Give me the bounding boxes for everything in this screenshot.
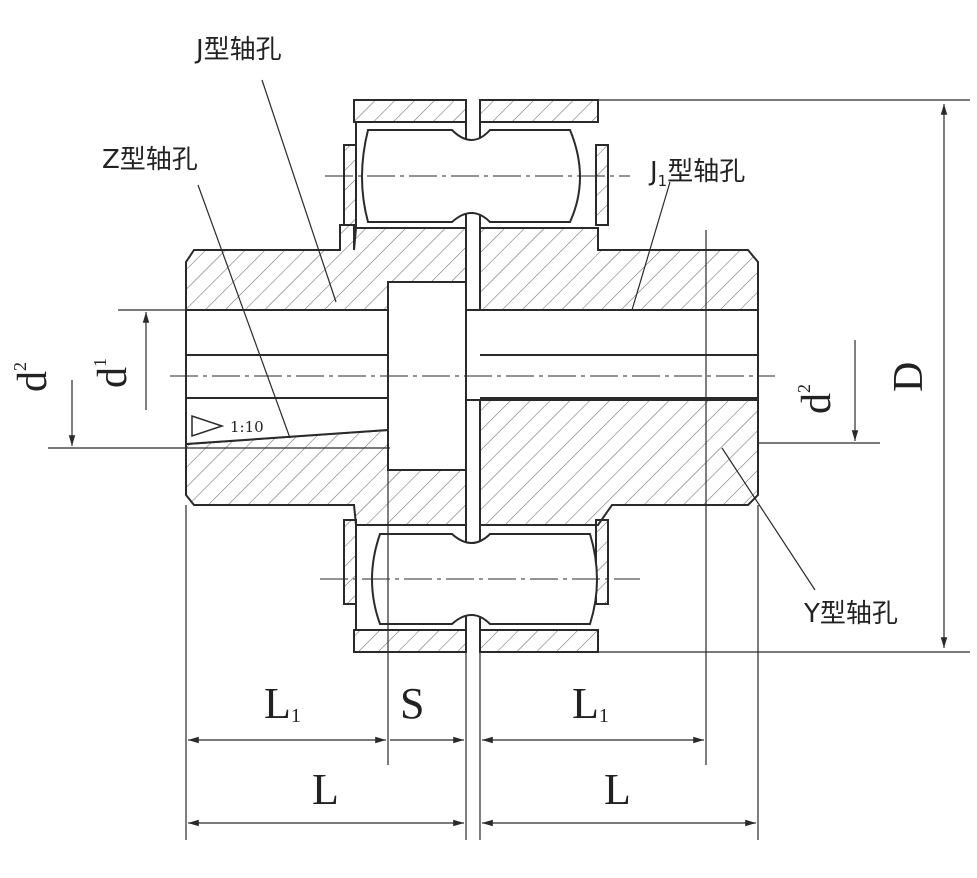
label-j1-bore: J1型轴孔	[648, 157, 745, 190]
leader-lines	[197, 79, 816, 591]
label-S: S	[400, 679, 424, 728]
right-lip-top	[595, 144, 609, 226]
right-hub-upper	[479, 227, 759, 311]
left-flange-bottom	[353, 629, 467, 653]
label-y-bore: Y型轴孔	[803, 599, 898, 629]
label-d2-left: d2	[10, 362, 56, 392]
label-z-bore: Z型轴孔	[102, 145, 198, 175]
svg-text:d2: d2	[794, 384, 840, 414]
left-lip-bottom	[343, 519, 357, 605]
taper-triangle-icon	[191, 414, 225, 438]
leader-z-bore	[197, 184, 291, 439]
right-flange-top	[479, 99, 599, 123]
centerlines	[170, 175, 775, 580]
label-L-left: L	[312, 765, 339, 814]
label-L1-right: L1	[572, 679, 609, 728]
svg-text:D: D	[886, 362, 932, 392]
taper-ratio: 1:10	[230, 418, 264, 436]
label-d1-left: d1	[90, 358, 136, 388]
svg-text:d1: d1	[90, 358, 136, 388]
lower-elastic-pin	[371, 533, 598, 625]
leader-j-bore	[261, 79, 337, 303]
right-lip-bottom	[595, 519, 609, 605]
left-flange-top	[353, 99, 467, 123]
right-flange-bottom	[479, 629, 599, 653]
label-d2-right: d2	[794, 384, 840, 414]
dimension-lines	[68, 104, 948, 827]
label-L-right: L	[604, 765, 631, 814]
outlines	[185, 100, 759, 652]
label-L1-left: L1	[264, 679, 301, 728]
label-j-bore: J型轴孔	[194, 35, 282, 65]
svg-text:d2: d2	[10, 362, 56, 392]
right-hub-lower	[479, 399, 759, 526]
leader-j1-bore	[631, 181, 671, 311]
left-lip-top	[343, 144, 357, 226]
label-D: D	[886, 362, 932, 392]
leader-y-bore	[721, 447, 816, 591]
extension-lines	[48, 99, 970, 840]
